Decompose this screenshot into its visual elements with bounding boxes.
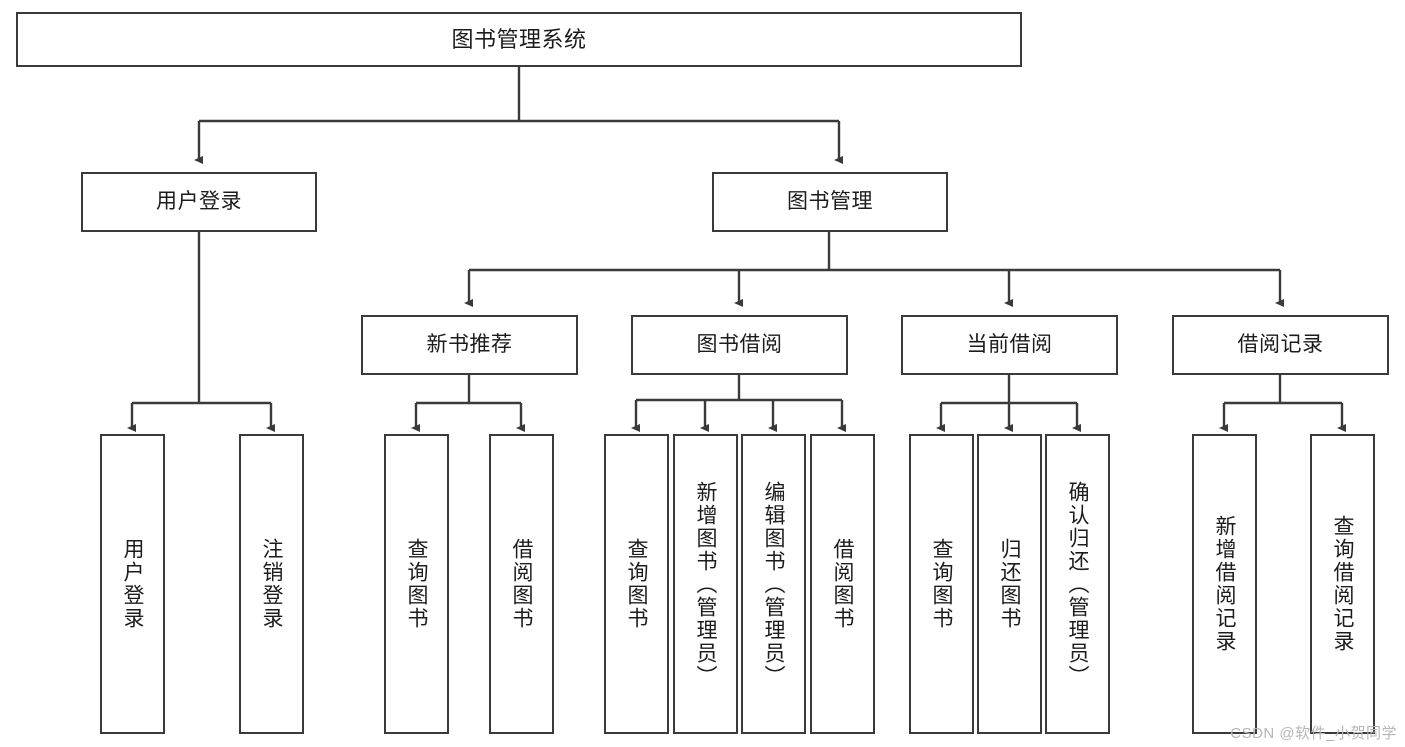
leaf-logout-login[interactable]: 注销登录 [239,434,304,734]
node-label: 新书推荐 [426,332,513,356]
node-label: 查询图书 [625,538,649,630]
node-user-login[interactable]: 用户登录 [81,172,317,232]
node-label: 当前借阅 [966,332,1053,356]
leaf-borrow-book-recommend[interactable]: 借阅图书 [489,434,554,734]
leaf-query-borrow-record[interactable]: 查询借阅记录 [1310,434,1375,734]
leaf-add-borrow-record[interactable]: 新增借阅记录 [1192,434,1257,734]
node-label: 用户登录 [121,538,145,630]
node-label: 归还图书 [998,538,1022,630]
node-label: 确认归还（管理员） [1066,480,1090,688]
node-label: 图书管理系统 [451,26,587,52]
leaf-query-book-borrow[interactable]: 查询图书 [604,434,669,734]
node-label: 新增借阅记录 [1213,515,1237,653]
leaf-add-book-admin[interactable]: 新增图书（管理员） [673,434,738,734]
node-label: 借阅图书 [510,538,534,630]
node-new-book-recommend[interactable]: 新书推荐 [361,315,578,375]
node-label: 查询图书 [405,538,429,630]
node-label: 查询借阅记录 [1331,515,1355,653]
leaf-query-book-recommend[interactable]: 查询图书 [384,434,449,734]
node-borrow-record[interactable]: 借阅记录 [1172,315,1389,375]
node-label: 图书借阅 [696,332,783,356]
node-label: 查询图书 [930,538,954,630]
leaf-edit-book-admin[interactable]: 编辑图书（管理员） [741,434,806,734]
node-current-borrow[interactable]: 当前借阅 [901,315,1118,375]
node-book-borrow[interactable]: 图书借阅 [631,315,848,375]
node-label: 图书管理 [787,189,873,213]
node-label: 注销登录 [260,538,284,630]
leaf-borrow-book[interactable]: 借阅图书 [810,434,875,734]
node-label: 借阅图书 [831,538,855,630]
node-root-book-management-system[interactable]: 图书管理系统 [16,12,1022,67]
node-book-management[interactable]: 图书管理 [712,172,948,232]
node-label: 编辑图书（管理员） [762,480,786,688]
csdn-watermark: CSDN @软件_小贺同学 [1230,725,1397,742]
leaf-confirm-return-admin[interactable]: 确认归还（管理员） [1045,434,1110,734]
node-label: 借阅记录 [1237,332,1324,356]
node-label: 新增图书（管理员） [694,480,718,688]
leaf-user-login[interactable]: 用户登录 [100,434,165,734]
node-label: 用户登录 [156,189,242,213]
leaf-query-book-current[interactable]: 查询图书 [909,434,974,734]
leaf-return-book[interactable]: 归还图书 [977,434,1042,734]
